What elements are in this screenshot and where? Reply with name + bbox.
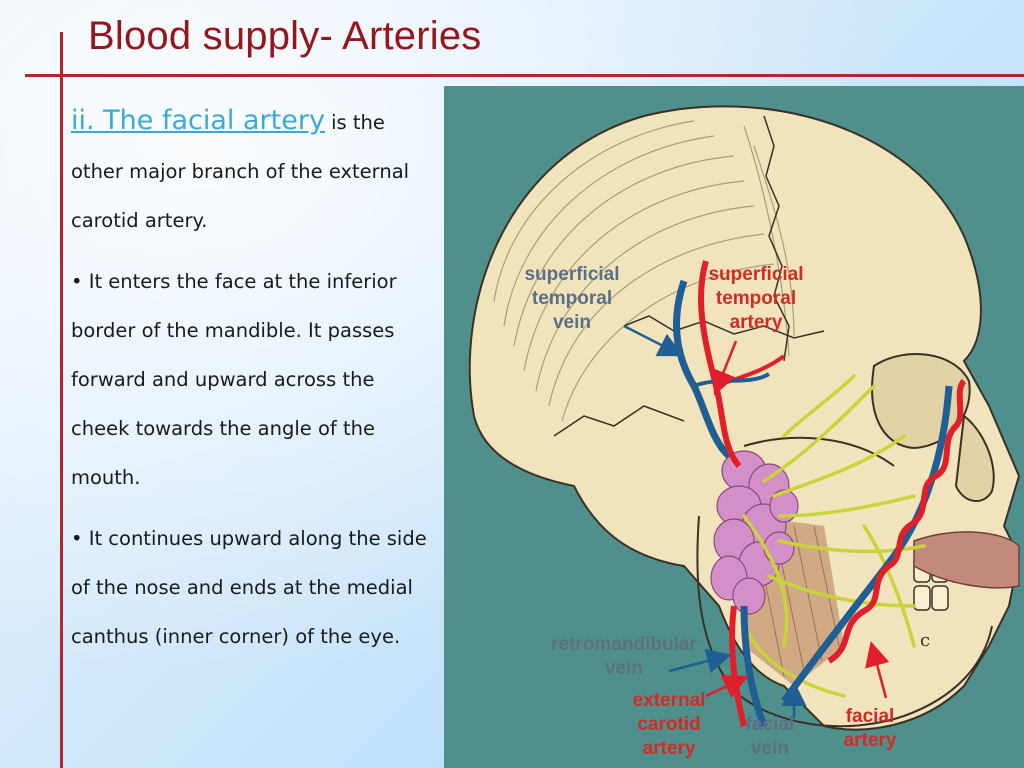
heading-tail: is — [331, 111, 347, 134]
label-facial-artery-2: artery — [844, 730, 897, 751]
external-carotid-artery — [729, 605, 747, 727]
facial-artery — [827, 378, 967, 664]
label-sup-temporal-artery-1: superficial — [708, 264, 803, 285]
retromandibular-vein — [740, 605, 768, 728]
label-sup-temporal-artery-3: artery — [730, 312, 783, 333]
nasal-aperture — [954, 414, 995, 502]
skull-illustration: c superficial temporal vein superficial — [444, 86, 1024, 768]
bullet-2: • It continues upward along the side of … — [71, 527, 427, 648]
label-sup-temporal-vein-3: vein — [553, 312, 591, 333]
label-facial-vein-2: vein — [751, 738, 789, 759]
label-external-carotid-2: carotid — [637, 714, 700, 735]
arrow-retromandibular-vein — [668, 648, 732, 674]
mandible — [696, 515, 993, 728]
facial-vein — [781, 385, 953, 704]
label-external-carotid-1: external — [633, 690, 706, 711]
label-sup-temporal-artery-2: temporal — [716, 288, 796, 309]
horizontal-accent-line — [25, 74, 1024, 77]
label-retromandibular-vein-1: retromandibular — [551, 634, 697, 655]
intro-text: the other major branch of the external c… — [71, 111, 410, 232]
anatomy-figure: c superficial temporal vein superficial — [444, 86, 1024, 768]
mandible-mark: c — [920, 630, 930, 651]
label-external-carotid-3: artery — [643, 738, 696, 759]
bullet-1: • It enters the face at the inferior bor… — [71, 270, 397, 489]
slide-title: Blood supply- Arteries — [88, 14, 482, 58]
label-sup-temporal-vein-1: superficial — [524, 264, 619, 285]
lips — [913, 531, 1020, 589]
arrow-sup-temporal-vein — [623, 324, 684, 357]
facial-artery-link[interactable]: ii. The facial artery — [71, 105, 325, 136]
facial-nerve — [742, 374, 926, 698]
label-facial-artery-1: facial — [846, 706, 895, 727]
label-facial-vein-1: facial — [746, 714, 795, 735]
arrow-sup-temporal-artery — [711, 340, 738, 396]
vertical-accent-line — [60, 32, 63, 768]
intro-paragraph: ii. The facial artery is the other major… — [71, 96, 431, 245]
arrow-external-carotid — [705, 675, 749, 698]
label-sup-temporal-vein-2: temporal — [532, 288, 612, 309]
superficial-temporal-vein — [673, 279, 732, 459]
arrow-facial-artery — [865, 641, 890, 699]
label-retromandibular-vein-2: vein — [605, 658, 643, 679]
slide-body-text: ii. The facial artery is the other major… — [71, 96, 431, 673]
